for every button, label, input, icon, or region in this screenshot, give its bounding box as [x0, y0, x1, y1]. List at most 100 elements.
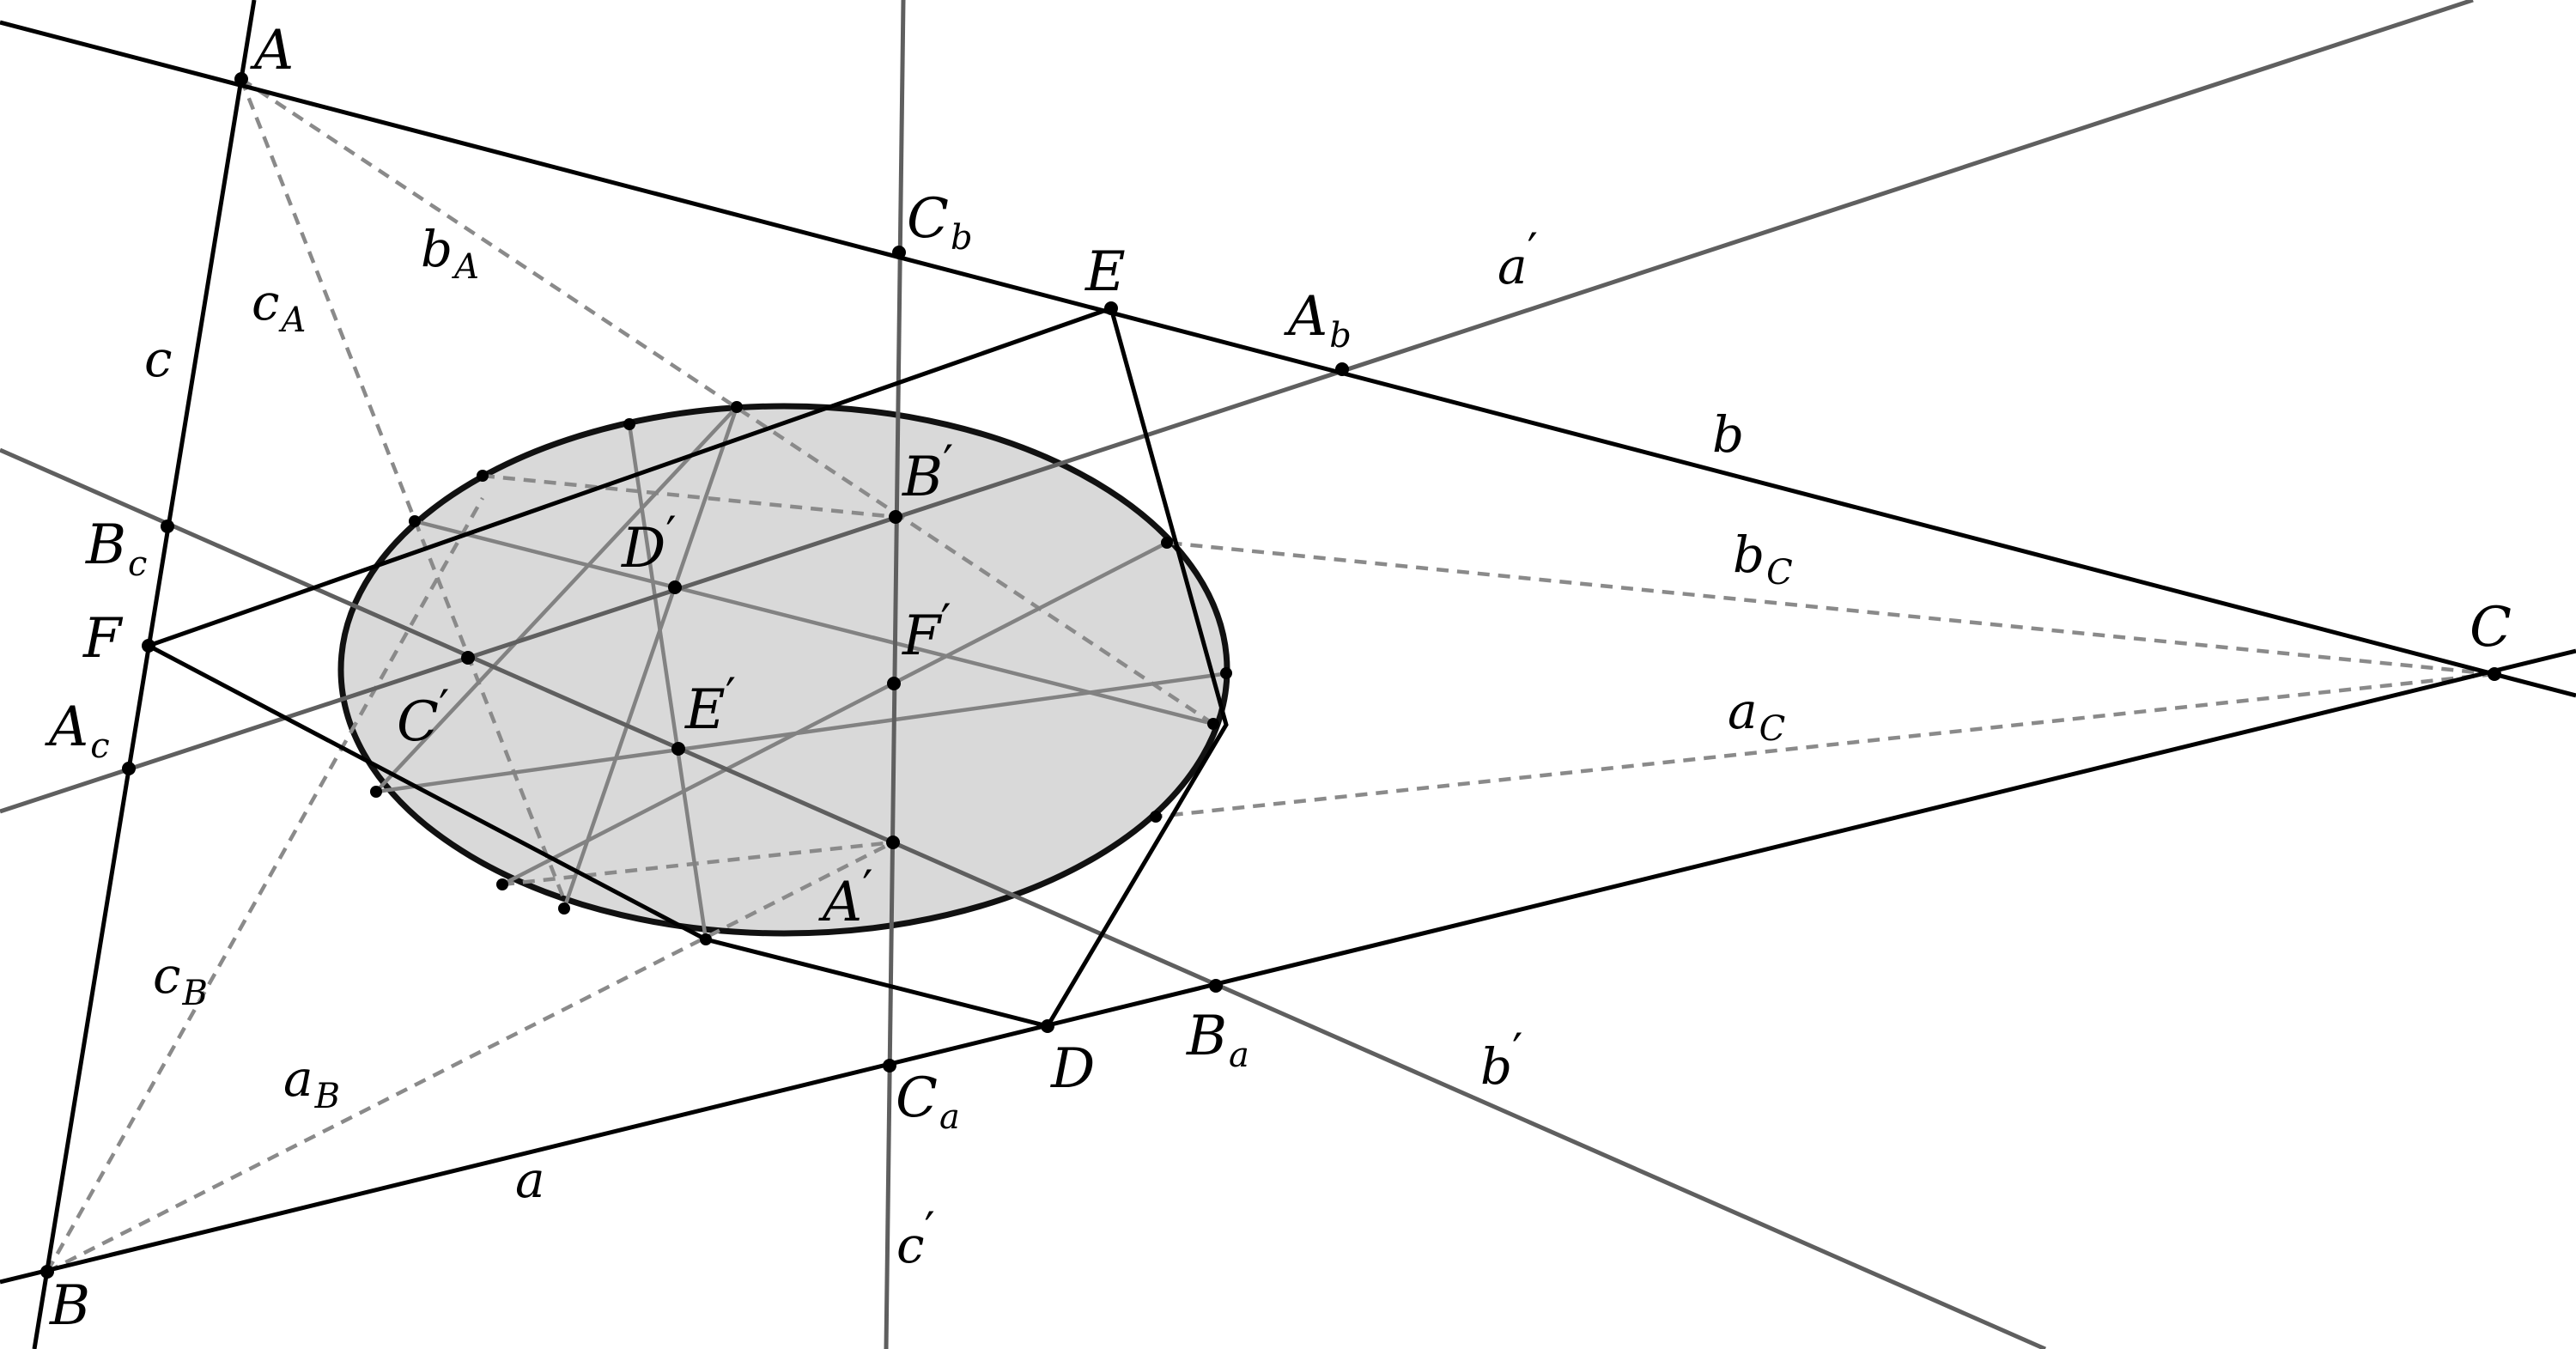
label-cB-subscript: B	[181, 974, 207, 1013]
label-F: F	[82, 607, 124, 671]
point-Bc	[161, 520, 174, 533]
dashed-cevians	[46, 77, 2495, 1274]
label-a: a	[515, 1151, 545, 1209]
label-aC: aC	[1728, 682, 1785, 749]
label-bC-base: b	[1733, 526, 1765, 584]
point-B-prime	[889, 510, 902, 524]
line-b	[0, 20, 2576, 698]
label-Ap-base: A	[818, 871, 862, 934]
point-D-prime	[668, 580, 682, 594]
label-bp-prime-mark: ′	[1512, 1024, 1522, 1078]
label-Ab-base: A	[1284, 285, 1327, 349]
line-c-prime	[884, 0, 906, 1349]
label-bA: bA	[421, 220, 479, 287]
label-c-base: c	[144, 330, 172, 388]
label-cp-prime-mark: ′	[924, 1202, 934, 1256]
tangent-point-10	[558, 902, 570, 915]
tangent-point-4	[731, 401, 743, 413]
label-Cb-subscript: b	[951, 218, 973, 258]
label-B-prime: B′	[902, 435, 953, 509]
point-F	[142, 639, 155, 653]
line-cA	[239, 78, 570, 909]
label-Ep-base: E	[684, 678, 726, 742]
label-aC-subscript: C	[1759, 709, 1786, 749]
label-Ac: Ac	[45, 696, 110, 766]
label-a-prime: a′	[1498, 223, 1538, 295]
label-cB: cB	[153, 946, 208, 1013]
aux-line-2	[562, 406, 739, 909]
aux-line-5	[501, 540, 1169, 887]
label-F-prime: F′	[902, 594, 951, 668]
label-D-base: D	[1050, 1037, 1095, 1101]
label-Bp-prime-mark: ′	[943, 435, 953, 489]
line-bC	[1166, 540, 2495, 677]
label-B-base: B	[49, 1274, 90, 1338]
label-Ca-base: C	[896, 1066, 938, 1130]
point-A-prime	[886, 836, 900, 849]
point-C	[2488, 667, 2501, 681]
primed-lines	[0, 0, 2474, 1349]
point-E-prime	[671, 742, 685, 756]
aux-line-3	[414, 519, 1214, 726]
point-Cb	[892, 246, 906, 259]
label-Ep-prime-mark: ′	[726, 668, 736, 722]
tangent-point-5	[1161, 537, 1173, 549]
label-Dp-prime-mark: ′	[665, 507, 676, 561]
label-E-prime: E′	[684, 668, 736, 742]
label-cA-base: c	[252, 273, 279, 331]
label-Ab: Ab	[1284, 285, 1352, 355]
label-A: A	[250, 19, 294, 82]
label-aB: aB	[283, 1049, 340, 1116]
label-bC-subscript: C	[1766, 553, 1793, 592]
label-Cb: Cb	[907, 187, 973, 258]
label-Ca: Ca	[896, 1066, 960, 1137]
label-bA-base: b	[421, 220, 453, 278]
label-E: E	[1084, 240, 1126, 304]
label-D: D	[1050, 1037, 1095, 1101]
tangent-point-7	[1207, 718, 1219, 730]
label-B: B	[49, 1274, 90, 1338]
label-Bc-subscript: c	[128, 544, 147, 584]
label-cp-base: c	[896, 1216, 924, 1274]
label-A-prime: A′	[818, 860, 872, 934]
line-a-prime	[0, 0, 2474, 814]
line-aC	[1155, 671, 2495, 819]
label-C: C	[2470, 596, 2512, 659]
aux-line-4	[375, 671, 1230, 794]
tangent-point-1	[409, 515, 421, 527]
label-E-base: E	[1084, 240, 1126, 304]
point-Ba	[1209, 979, 1223, 993]
tangent-point-3	[623, 418, 635, 430]
tangent-point-12	[370, 786, 382, 798]
label-Ac-subscript: c	[90, 726, 109, 766]
line-lower-chord	[501, 840, 894, 887]
label-C-prime: C′	[397, 680, 449, 754]
label-Ba-base: B	[1186, 1005, 1227, 1068]
aux-line-6	[374, 405, 738, 793]
label-Fp-base: F	[902, 605, 943, 668]
points	[40, 72, 2501, 1279]
label-bA-subscript: A	[451, 247, 479, 287]
label-cA-subscript: A	[277, 301, 306, 340]
label-aB-subscript: B	[314, 1077, 340, 1116]
label-b-base: b	[1712, 405, 1744, 464]
point-B	[40, 1265, 54, 1279]
label-Bp-base: B	[902, 446, 943, 509]
label-F-base: F	[82, 607, 124, 671]
inscribed-ellipse	[337, 403, 1230, 937]
point-Ac	[122, 762, 136, 775]
point-D	[1041, 1019, 1054, 1033]
point-E	[1104, 301, 1118, 315]
label-Bc: Bc	[85, 513, 147, 584]
line-aB	[46, 840, 895, 1274]
label-b: b	[1712, 405, 1744, 464]
label-Fp-prime-mark: ′	[940, 594, 951, 648]
point-F-prime	[887, 677, 901, 690]
point-Ab	[1335, 362, 1349, 376]
tangent-point-8	[1150, 811, 1162, 823]
label-b-prime: b′	[1480, 1024, 1522, 1096]
label-Ap-prime-mark: ′	[862, 860, 872, 915]
line-upper-chord	[482, 473, 896, 520]
